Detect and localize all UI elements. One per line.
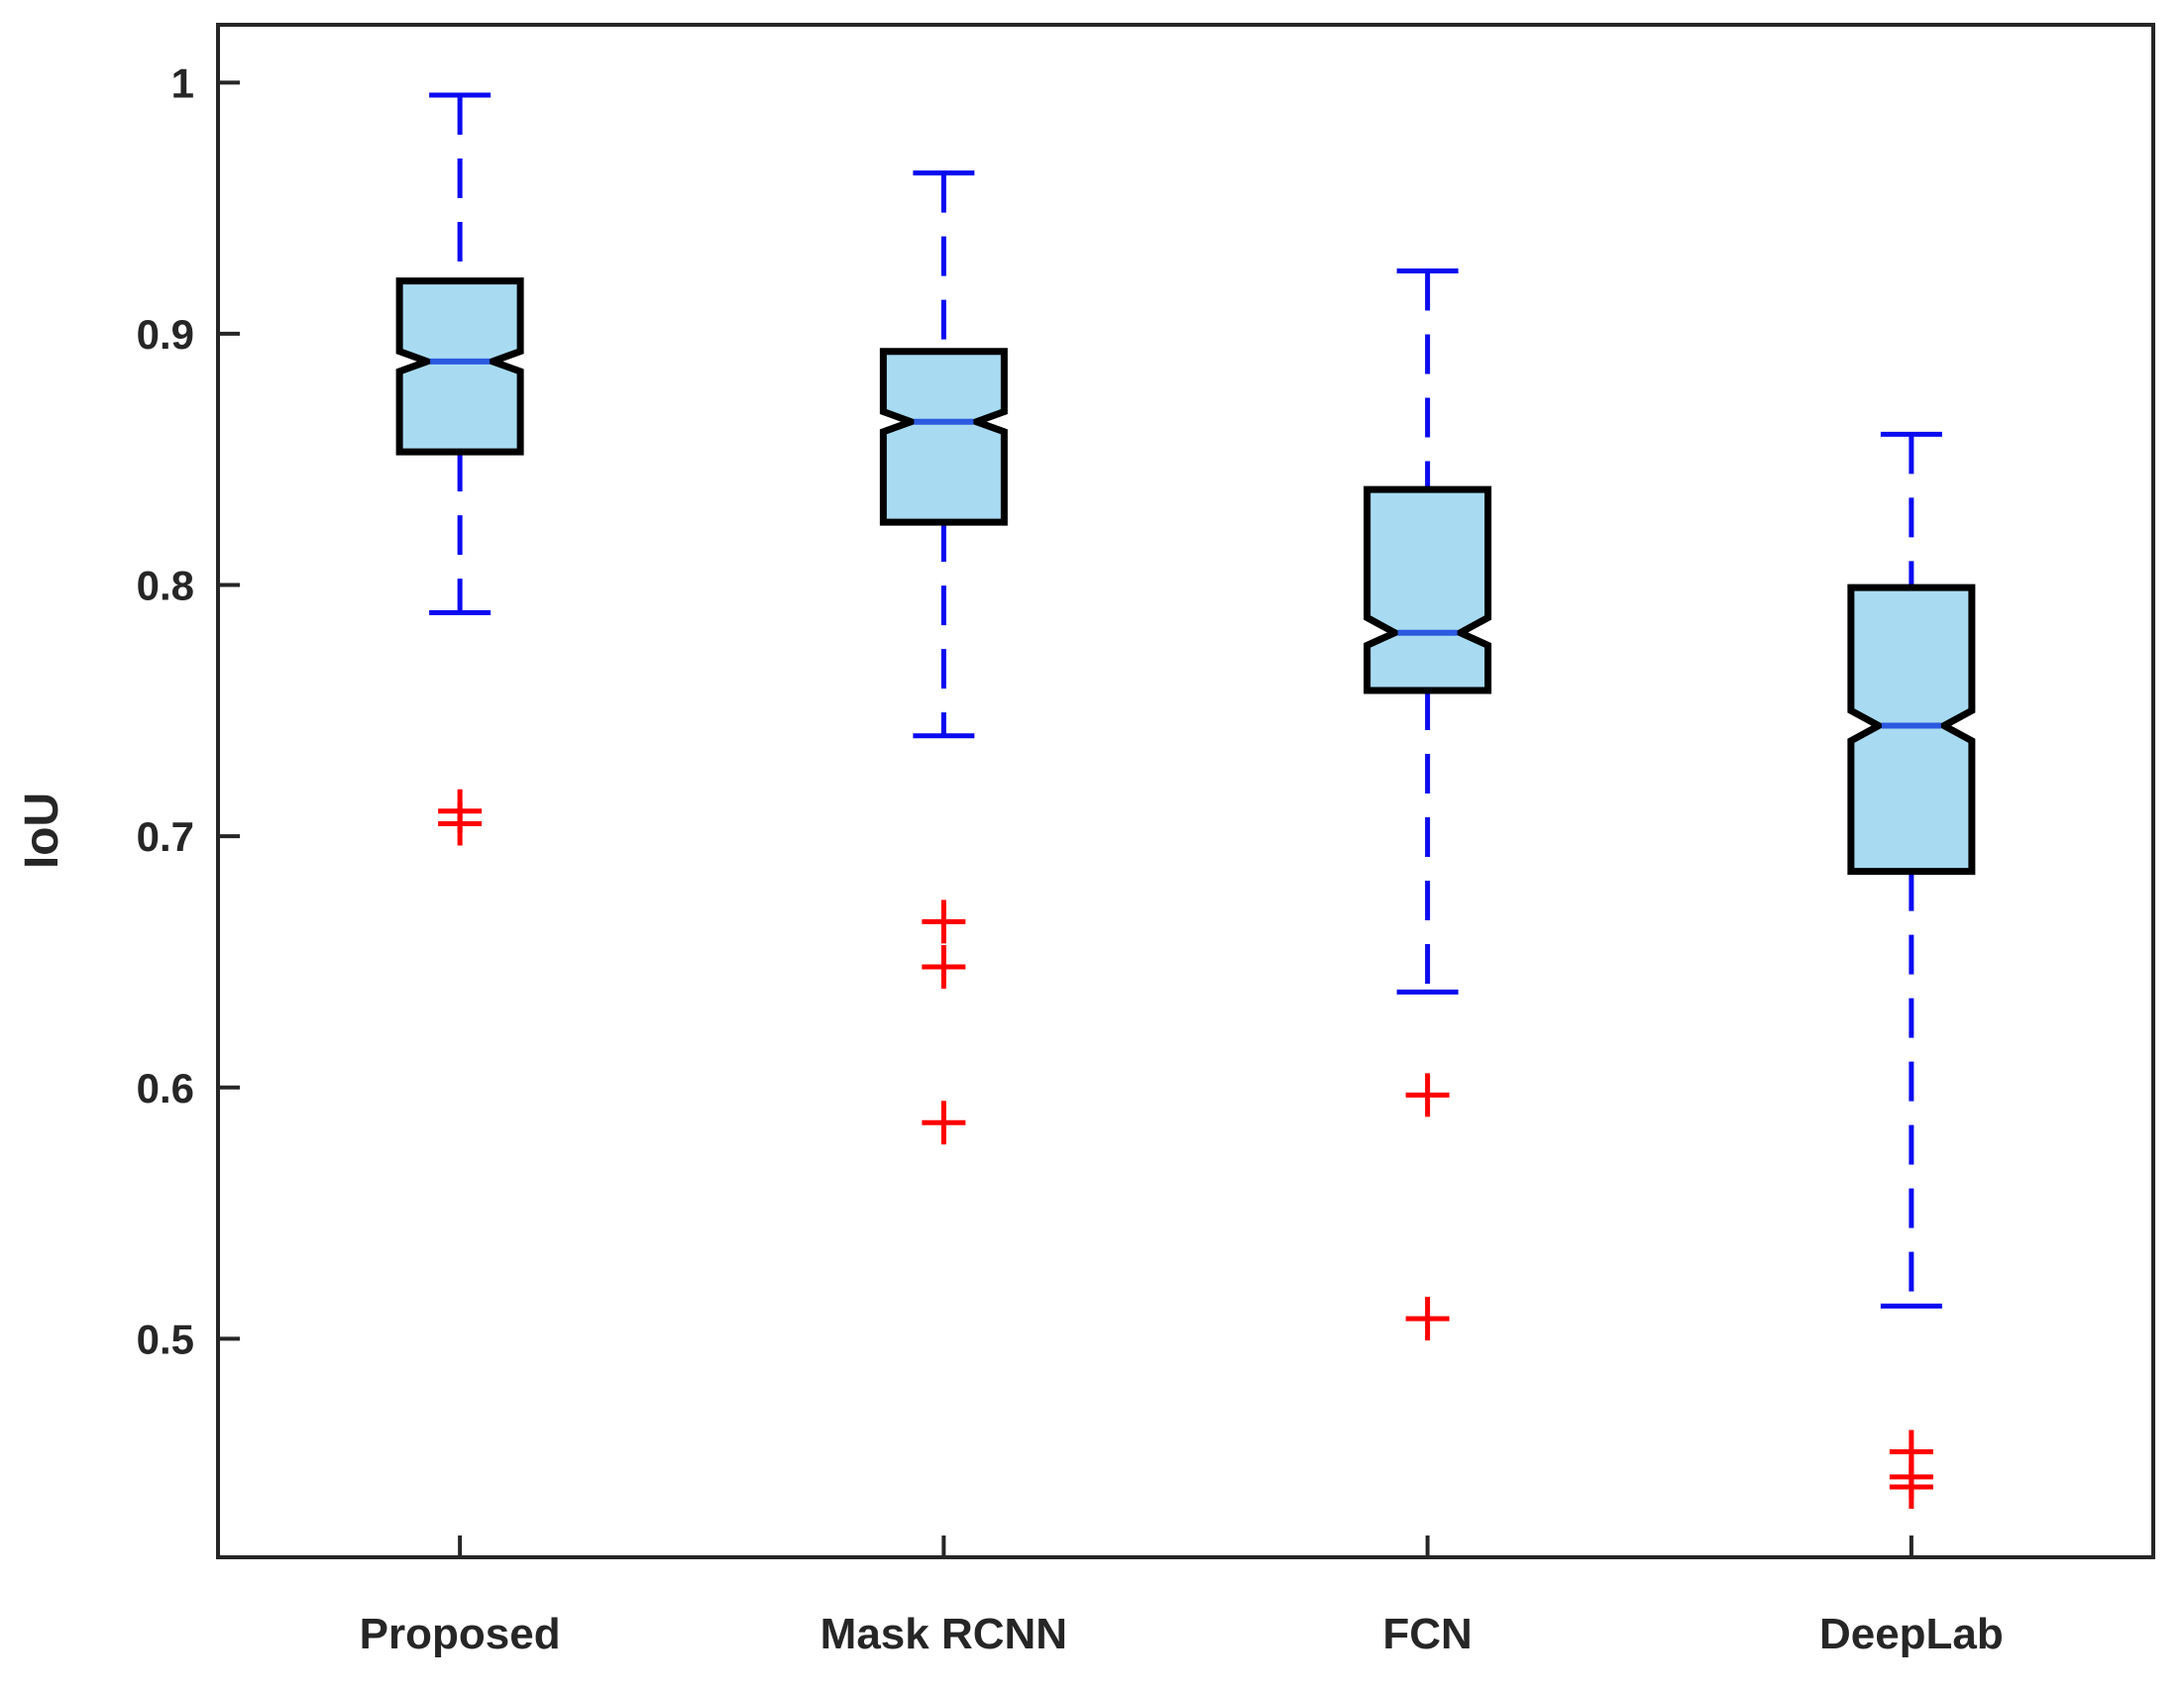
y-tick-label: 0.5	[137, 1316, 194, 1362]
box-mask-rcnn	[879, 348, 1008, 526]
box-deeplab	[1847, 583, 1976, 876]
y-tick-label: 0.6	[137, 1065, 194, 1112]
y-tick-label: 0.9	[137, 311, 194, 358]
box-fcn	[1364, 485, 1492, 694]
y-axis-label: IoU	[16, 793, 68, 869]
x-tick-label-proposed: Proposed	[360, 1610, 561, 1658]
x-tick-label-mask-rcnn: Mask RCNN	[820, 1610, 1067, 1658]
box-proposed	[395, 277, 524, 456]
y-tick-label: 1	[171, 59, 194, 106]
y-tick-label: 0.8	[137, 563, 194, 609]
y-tick-label: 0.7	[137, 813, 194, 860]
plot-border	[216, 23, 2155, 1559]
x-tick-label-deeplab: DeepLab	[1819, 1610, 2004, 1658]
x-tick-label-fcn: FCN	[1382, 1610, 1472, 1658]
